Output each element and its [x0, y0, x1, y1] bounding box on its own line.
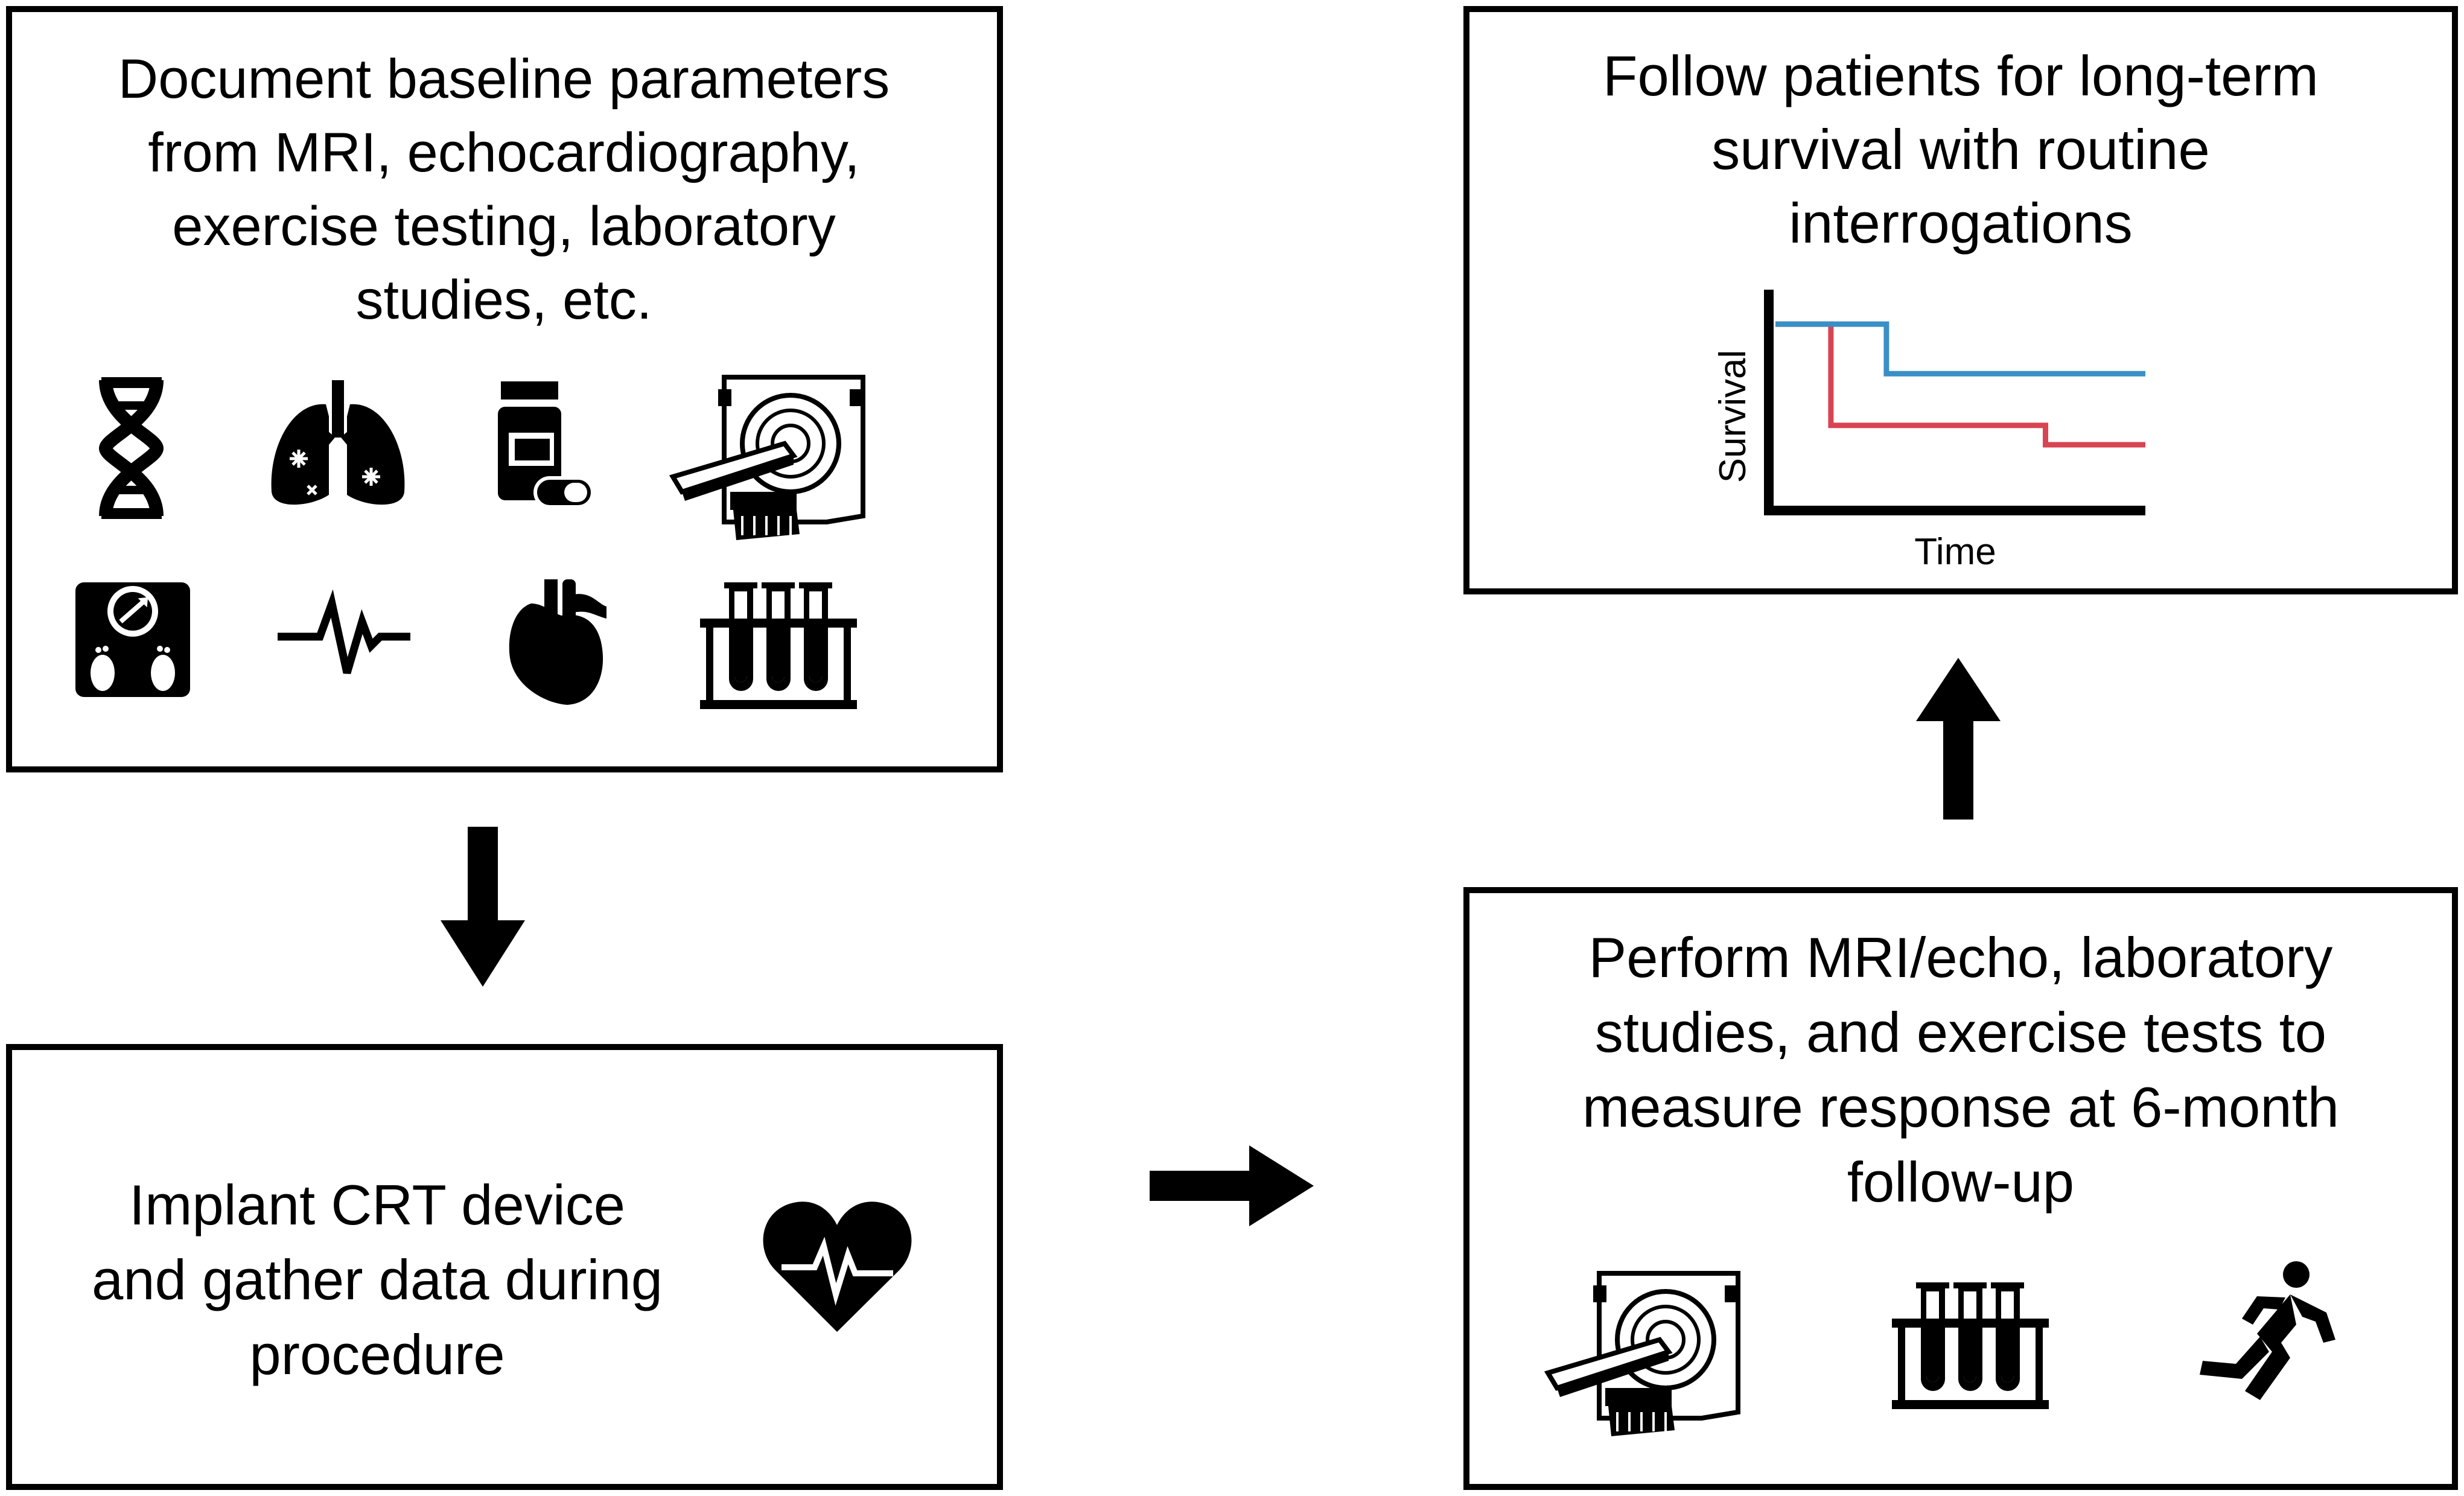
baseline-text-line: exercise testing, laboratory — [172, 196, 836, 257]
longterm-text: Follow patients for long-term survival w… — [1472, 39, 2449, 260]
baseline-text: Document baseline parameters from MRI, e… — [12, 42, 996, 337]
longterm-text-line: survival with routine — [1711, 118, 2210, 181]
followup-6month-text: Perform MRI/echo, laboratory studies, an… — [1472, 920, 2449, 1220]
lungs-icon — [271, 380, 405, 505]
dna-icon — [98, 377, 164, 519]
running-person-icon — [2200, 1261, 2335, 1400]
implant-text-line: Implant CRT device — [129, 1173, 625, 1237]
x-axis-label: Time — [1914, 531, 1996, 573]
mri-scanner-icon — [669, 375, 865, 540]
longterm-text-line: Follow patients for long-term — [1603, 44, 2319, 107]
arrow-down-icon — [441, 827, 525, 987]
implant-text: Implant CRT device and gather data durin… — [24, 1168, 730, 1392]
followup-6month-text-line: Perform MRI/echo, laboratory — [1588, 926, 2333, 989]
ecg-waveform-icon — [278, 589, 410, 674]
blood-test-tubes-icon — [1892, 1282, 2049, 1409]
baseline-text-line: from MRI, echocardiography, — [148, 122, 860, 183]
implant-text-line: procedure — [249, 1323, 505, 1386]
baseline-text-line: studies, etc. — [355, 269, 652, 331]
followup-6month-text-line: measure response at 6-month — [1582, 1075, 2339, 1139]
blood-test-tubes-icon — [700, 582, 857, 709]
heart-rate-icon — [763, 1202, 912, 1332]
longterm-box — [1463, 6, 2458, 594]
medication-bottle-icon — [498, 381, 594, 509]
survival-chart: Survival Time — [1712, 290, 2145, 573]
followup-6month-text-line: follow-up — [1847, 1150, 2075, 1214]
survival-curve-red — [1775, 321, 2145, 448]
weight-scale-icon — [75, 582, 190, 697]
survival-curve-blue — [1775, 321, 2145, 377]
baseline-text-line: Document baseline parameters — [118, 48, 890, 110]
arrow-right-icon — [1150, 1145, 1314, 1226]
longterm-text-line: interrogations — [1789, 191, 2133, 255]
implant-text-line: and gather data during — [92, 1248, 663, 1311]
followup-6month-text-line: studies, and exercise tests to — [1594, 1001, 2327, 1064]
y-axis-label: Survival — [1712, 350, 1754, 483]
heart-icon — [509, 579, 606, 705]
mri-scanner-icon — [1544, 1271, 1740, 1436]
arrow-up-icon — [1916, 658, 2001, 820]
